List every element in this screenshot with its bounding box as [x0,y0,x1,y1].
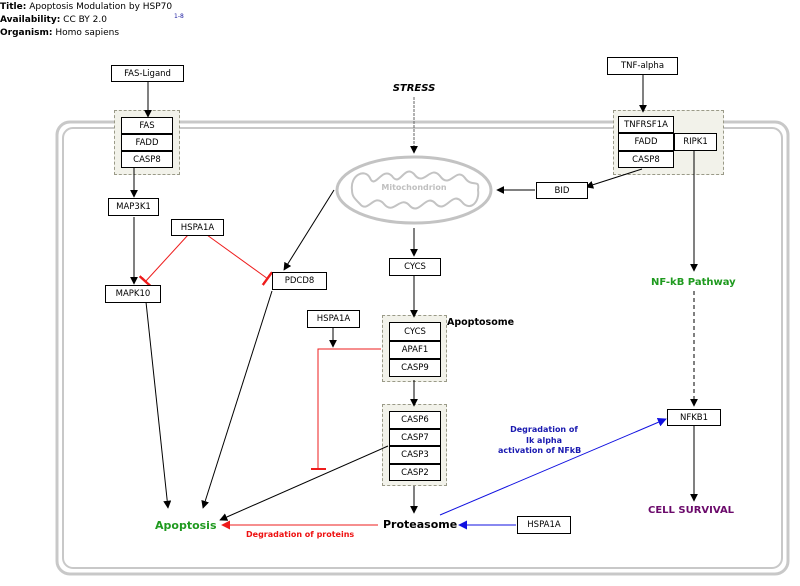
node-hspa1a-bottom[interactable]: HSPA1A [517,516,571,534]
node-casp7[interactable]: CASP7 [389,429,441,446]
node-apaf1[interactable]: APAF1 [389,341,441,359]
edge-caspases-apoptosis [219,445,389,521]
meta-organism: Organism: Homo sapiens [0,28,119,39]
meta-title: Title: Apoptosis Modulation by HSP70 [0,2,172,13]
node-apoptosome-cycs[interactable]: CYCS [389,322,441,341]
node-map3k1[interactable]: MAP3K1 [108,198,159,216]
label-nfkb-pathway: NF-kB Pathway [651,277,736,288]
node-casp3[interactable]: CASP3 [389,446,441,464]
node-nfkb1[interactable]: NFKB1 [667,409,721,426]
mitochondrion-label: Mitochondrion [381,183,447,192]
node-casp9[interactable]: CASP9 [389,359,441,377]
node-bid[interactable]: BID [536,182,588,199]
node-tnfrsf1a[interactable]: TNFRSF1A [618,116,674,133]
node-fas-ligand[interactable]: FAS-Ligand [111,65,184,82]
meta-organism-label: Organism: [0,28,53,38]
edge-proteasome-nfkb1 [439,418,667,516]
edge-hspa1a-inhibits-mapk10 [138,234,189,288]
node-casp6[interactable]: CASP6 [389,411,441,429]
node-tnf-alpha[interactable]: TNF-alpha [607,57,678,75]
label-degradation-ik-line2: Ik alpha [525,435,563,445]
node-pdcd8[interactable]: PDCD8 [272,272,327,290]
node-casp8-right[interactable]: CASP8 [618,151,674,168]
edge-apaf1-inhibition-line [317,348,381,469]
node-hspa1a-top[interactable]: HSPA1A [171,219,224,236]
node-casp2[interactable]: CASP2 [389,464,441,481]
cell-membrane-outer [55,120,790,576]
node-fadd-left[interactable]: FADD [121,134,173,151]
edge-mitochondrion-pdcd8 [283,189,335,271]
label-proteasome: Proteasome [383,518,458,531]
meta-availability-label: Availability: [0,15,61,25]
meta-availability-value: CC BY 2.0 [63,15,107,25]
meta-organism-value: Homo sapiens [55,28,120,38]
cell-membrane-inner [62,127,783,569]
edge-tnfcomplex-bid [585,168,643,189]
label-apoptosome: Apoptosome [447,317,515,328]
node-fas[interactable]: FAS [121,117,173,134]
node-ripk1[interactable]: RIPK1 [674,133,717,151]
node-cycs[interactable]: CYCS [389,258,441,276]
label-stress: STRESS [392,83,436,94]
node-mapk10[interactable]: MAPK10 [105,285,161,303]
label-cell-survival: CELL SURVIVAL [648,505,735,516]
mitochondrion-cristae [350,170,480,210]
edge-hspa1a-inhibits-pdcd8 [206,234,274,286]
meta-title-reference[interactable]: 1-8 [174,13,184,20]
label-degradation-ik-alpha: Degradation of Ik alpha activation of NF… [498,425,590,457]
mitochondrion-outer [335,155,493,225]
label-degradation-ik-line3: activation of NFkB [498,446,582,455]
meta-title-value: Apoptosis Modulation by HSP70 [29,2,173,12]
edge-pdcd8-apoptosis [201,290,273,509]
label-degradation-ik-line1: Degradation of [510,425,578,434]
label-degradation-of-proteins: Degradation of proteins [246,530,355,539]
edge-mapk10-apoptosis [145,301,172,509]
label-apoptosis: Apoptosis [155,519,217,532]
meta-availability: Availability: CC BY 2.0 [0,15,107,26]
meta-title-label: Title: [0,2,27,12]
node-casp8-left[interactable]: CASP8 [121,151,173,168]
node-hspa1a-mid[interactable]: HSPA1A [307,310,360,328]
node-fadd-right[interactable]: FADD [618,133,674,151]
